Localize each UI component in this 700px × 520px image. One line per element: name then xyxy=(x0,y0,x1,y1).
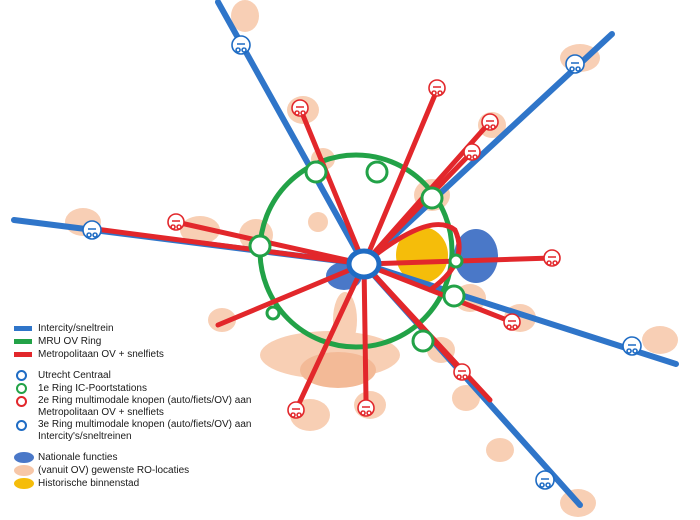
utrecht-centraal-node xyxy=(346,248,382,280)
ring2-multimodal-nodes xyxy=(167,79,561,419)
legend-nationale: Nationale functies xyxy=(14,451,274,464)
car-bike-transit-icon xyxy=(231,35,251,55)
legend-binnenstad: Historische binnenstad xyxy=(14,477,274,490)
legend-nationale-label: Nationale functies xyxy=(38,452,118,463)
national-function-area xyxy=(454,229,498,283)
yellow-area-swatch xyxy=(14,478,34,489)
legend-metro-label: Metropolitaan OV + snelfiets xyxy=(38,349,164,360)
car-bike-transit-icon xyxy=(503,313,521,331)
legend-binnenstad-label: Historische binnenstad xyxy=(38,478,140,489)
legend-ring2-label: 2e Ring multimodale knopen (auto/fiets/O… xyxy=(38,395,252,418)
car-bike-transit-icon xyxy=(535,470,555,490)
car-bike-transit-icon xyxy=(463,143,481,161)
legend-ring3: 3e Ring multimodale knopen (auto/fiets/O… xyxy=(14,419,274,443)
legend-utrecht-centraal-label: Utrecht Centraal xyxy=(38,370,111,381)
blue-icon-swatch xyxy=(16,420,27,431)
green-ring-swatch xyxy=(16,383,27,394)
car-bike-transit-icon xyxy=(481,113,499,131)
red-icon-swatch xyxy=(16,396,27,407)
legend-metro: Metropolitaan OV + snelfiets xyxy=(14,348,274,361)
ring1-ic-gate-stations xyxy=(248,160,466,353)
blue-ring-swatch xyxy=(16,370,27,381)
car-bike-transit-icon xyxy=(291,99,309,117)
car-bike-transit-icon xyxy=(622,336,642,356)
legend-ro-locaties-label: (vanuit OV) gewenste RO-locaties xyxy=(38,465,190,476)
legend-ring1-label: 1e Ring IC-Poortstations xyxy=(38,383,147,394)
legend-utrecht-centraal: Utrecht Centraal xyxy=(14,369,274,382)
car-bike-transit-icon xyxy=(453,363,471,381)
legend-mru-ring: MRU OV Ring xyxy=(14,335,274,348)
car-bike-transit-icon xyxy=(167,213,185,231)
peach-area-swatch xyxy=(14,465,34,476)
car-bike-transit-icon xyxy=(82,220,102,240)
legend-ring3-label: 3e Ring multimodale knopen (auto/fiets/O… xyxy=(38,419,252,442)
ring3-multimodal-nodes xyxy=(82,35,642,490)
blue-line-swatch xyxy=(14,326,32,331)
blue-area-swatch xyxy=(14,452,34,463)
legend-intercity: Intercity/sneltrein xyxy=(14,322,274,335)
car-bike-transit-icon xyxy=(565,54,585,74)
legend-ro-locaties: (vanuit OV) gewenste RO-locaties xyxy=(14,464,274,477)
legend-mru-ring-label: MRU OV Ring xyxy=(38,336,102,347)
car-bike-transit-icon xyxy=(543,249,561,267)
legend: Intercity/sneltrein MRU OV Ring Metropol… xyxy=(14,322,274,490)
car-bike-transit-icon xyxy=(428,79,446,97)
legend-intercity-label: Intercity/sneltrein xyxy=(38,323,114,334)
car-bike-transit-icon xyxy=(287,401,305,419)
car-bike-transit-icon xyxy=(357,399,375,417)
legend-ring1: 1e Ring IC-Poortstations xyxy=(14,382,274,395)
green-line-swatch xyxy=(14,339,32,344)
legend-ring2: 2e Ring multimodale knopen (auto/fiets/O… xyxy=(14,395,274,419)
historic-city-centre xyxy=(396,227,448,283)
red-line-swatch xyxy=(14,352,32,357)
